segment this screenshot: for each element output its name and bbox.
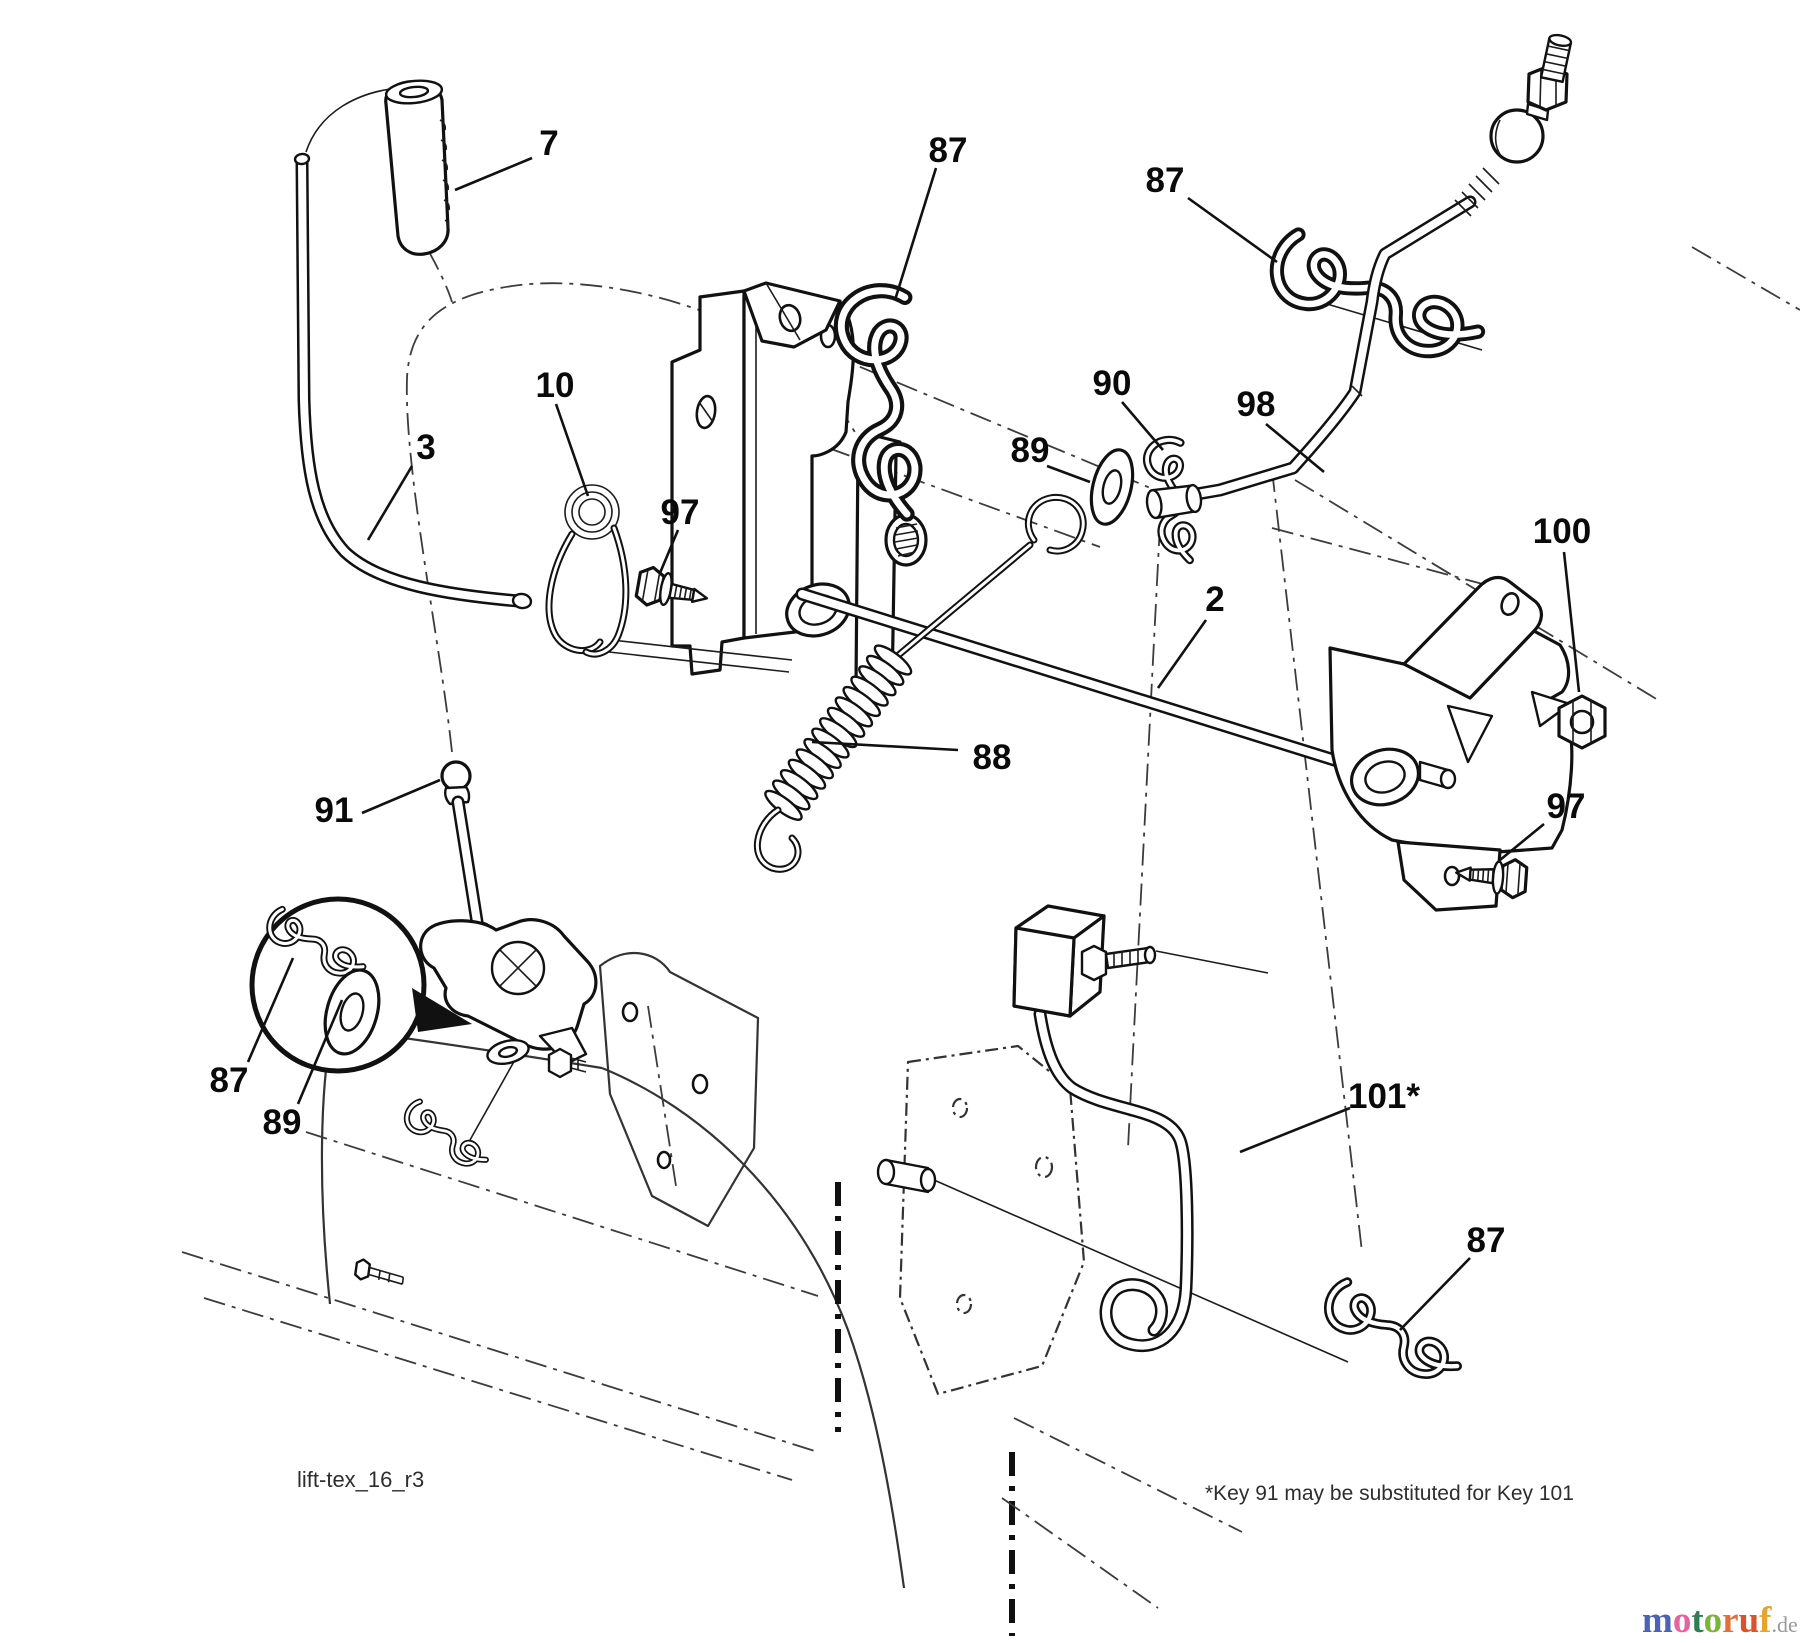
- lift-handle-rod: [293, 152, 533, 610]
- hex-nut-100: [1557, 694, 1607, 750]
- deck-bolt: [354, 1258, 405, 1285]
- label-98: 98: [1237, 385, 1276, 424]
- label-97-right: 97: [1547, 787, 1586, 826]
- torsion-spring-10: [545, 484, 630, 658]
- label-87-mid: 87: [929, 131, 968, 170]
- label-7: 7: [539, 124, 558, 163]
- label-89-detail: 89: [263, 1103, 302, 1142]
- drawing-code: lift-tex_16_r3: [297, 1467, 424, 1492]
- watermark-suffix: .de: [1772, 1612, 1798, 1637]
- watermark-letter: r: [1722, 1600, 1738, 1641]
- link-rod-101: [1012, 904, 1194, 1352]
- washer-detail: [323, 968, 381, 1056]
- label-3: 3: [416, 428, 435, 467]
- leader-lines: [246, 156, 1581, 1331]
- spring-coils: [764, 644, 913, 821]
- watermark-letter: t: [1691, 1600, 1704, 1641]
- deck-bracket-right: [876, 1044, 1086, 1396]
- label-100: 100: [1533, 512, 1591, 551]
- lift-shaft-2: [795, 587, 1399, 785]
- handle-grip: [384, 79, 451, 256]
- deck-outline-left: [181, 1026, 1243, 1636]
- part-labels: 7 3 10 97 87 87 90 98 89 100 2 88 97 91 …: [210, 124, 1592, 1260]
- label-91: 91: [315, 791, 354, 830]
- callout-arrow: [412, 988, 472, 1032]
- footnote: *Key 91 may be substituted for Key 101: [1205, 1482, 1574, 1505]
- label-2: 2: [1205, 580, 1224, 619]
- watermark-letter: f: [1759, 1600, 1772, 1641]
- deck-bracket-left: [598, 952, 760, 1228]
- watermark-logo: motoruf.de: [1642, 1600, 1798, 1641]
- label-90: 90: [1093, 364, 1132, 403]
- shoulder-bolt-right: [1455, 858, 1529, 900]
- link-rod-91: [440, 760, 492, 939]
- lift-arm-bracket-right: [1328, 575, 1574, 912]
- label-88: 88: [973, 738, 1012, 777]
- watermark-letter: m: [1642, 1600, 1673, 1641]
- detail-callout: [249, 898, 472, 1074]
- washer-upper: [1089, 448, 1135, 526]
- watermark-letter: o: [1704, 1600, 1723, 1641]
- pivot-casting: [400, 918, 598, 1183]
- shoulder-bolt-left: [634, 565, 709, 607]
- extension-spring-88: [753, 493, 1087, 873]
- watermark-letter: u: [1739, 1600, 1760, 1641]
- label-87-right: 87: [1146, 161, 1185, 200]
- deck-bushing: [876, 1158, 937, 1194]
- label-97-left: 97: [661, 493, 700, 532]
- label-101: 101*: [1348, 1077, 1420, 1116]
- label-89-top: 89: [1011, 431, 1050, 470]
- label-87-detail: 87: [210, 1061, 249, 1100]
- label-87-bottom: 87: [1467, 1221, 1506, 1260]
- label-10: 10: [536, 366, 575, 405]
- watermark-letter: o: [1673, 1600, 1692, 1641]
